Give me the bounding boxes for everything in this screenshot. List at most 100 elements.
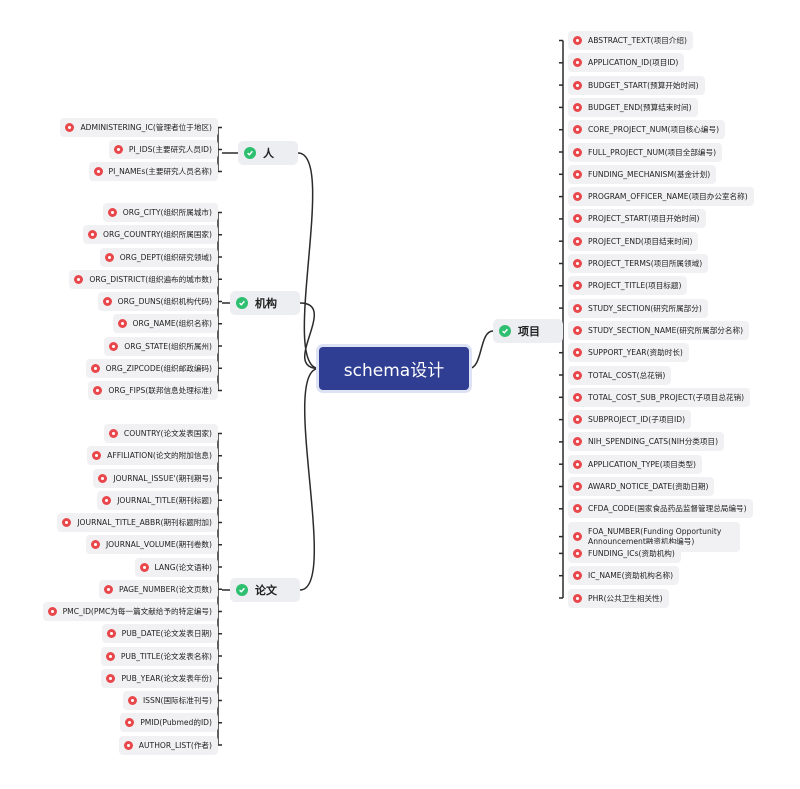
red-dot-icon	[106, 629, 116, 639]
leaf-budget-end[interactable]: BUDGET_END(预算结束时间)	[568, 97, 698, 117]
leaf-journal-title[interactable]: JOURNAL_TITLE(期刊标题)	[97, 490, 218, 510]
leaf-label: FUNDING_MECHANISM(基金计划)	[588, 169, 711, 179]
leaf-label: CFDA_CODE(国家食品药品监督管理总局编号)	[588, 504, 747, 514]
red-dot-icon	[93, 386, 103, 395]
leaf-label: CORE_PROJECT_NUM(项目核心编号)	[588, 125, 720, 135]
leaf-project-title[interactable]: PROJECT_TITLE(项目标题)	[568, 276, 688, 296]
root-node[interactable]: schema设计	[319, 347, 469, 390]
leaf-funding-mechanism[interactable]: FUNDING_MECHANISM(基金计划)	[568, 164, 717, 184]
leaf-label: PUB_YEAR(论文发表年份)	[121, 673, 212, 683]
red-dot-icon	[117, 319, 127, 329]
leaf-org-country[interactable]: ORG_COUNTRY(组织所属国家)	[82, 225, 218, 245]
red-dot-icon	[573, 532, 582, 542]
leaf-study-section[interactable]: STUDY_SECTION(研究所属部分)	[568, 298, 708, 318]
leaf-cfda-code[interactable]: CFDA_CODE(国家食品药品监督管理总局编号)	[568, 499, 753, 519]
leaf-org-state[interactable]: ORG_STATE(组织所属州)	[104, 336, 218, 356]
leaf-lang[interactable]: LANG(论文语种)	[134, 557, 218, 577]
red-dot-icon	[573, 303, 582, 313]
leaf-label: PROJECT_TITLE(项目标题)	[588, 281, 682, 291]
leaf-label: ORG_DISTRICT(组织遍布的城市数)	[89, 274, 212, 284]
red-dot-icon	[74, 274, 84, 284]
leaf-budget-start[interactable]: BUDGET_START(预算开始时间)	[568, 75, 705, 95]
red-dot-icon	[125, 718, 135, 728]
leaf-label: ORG_COUNTRY(组织所属国家)	[102, 230, 212, 240]
branch-paper[interactable]: 论文	[230, 578, 300, 602]
leaf-subproject-id[interactable]: SUBPROJECT_ID(子项目ID)	[568, 410, 692, 430]
leaf-abstract-text[interactable]: ABSTRACT_TEXT(项目介绍)	[568, 31, 693, 50]
leaf-org-fips[interactable]: ORG_FIPS(联邦信息处理标准)	[88, 381, 218, 400]
red-dot-icon	[90, 363, 100, 373]
leaf-award-notice-date[interactable]: AWARD_NOTICE_DATE(资助日期)	[568, 477, 715, 496]
red-dot-icon	[573, 482, 582, 491]
red-dot-icon	[573, 571, 582, 581]
red-dot-icon	[102, 495, 112, 505]
leaf-pi-ids[interactable]: PI_IDS(主要研究人员ID)	[108, 140, 218, 159]
red-dot-icon	[573, 36, 582, 45]
leaf-org-city[interactable]: ORG_CITY(组织所属城市)	[102, 203, 218, 222]
connector-root-person	[297, 152, 320, 370]
leaf-org-name[interactable]: ORG_NAME(组织名称)	[112, 314, 218, 334]
leaf-pub-year[interactable]: PUB_YEAR(论文发表年份)	[101, 668, 218, 688]
leaf-application-id[interactable]: APPLICATION_ID(项目ID)	[568, 53, 685, 73]
red-dot-icon	[573, 415, 582, 425]
leaf-journal-issue[interactable]: JOURNAL_ISSUE'(期刊期号)	[93, 468, 218, 488]
leaf-org-duns[interactable]: ORG_DUNS(组织机构代码)	[97, 292, 218, 311]
leaf-full-project-num[interactable]: FULL_PROJECT_NUM(项目全部编号)	[568, 142, 723, 162]
red-dot-icon	[104, 252, 114, 262]
leaf-label: SUBPROJECT_ID(子项目ID)	[588, 415, 686, 425]
branch-person[interactable]: 人	[238, 141, 298, 165]
leaf-label: PROJECT_TERMS(项目所属领域)	[588, 259, 703, 268]
leaf-label: AWARD_NOTICE_DATE(资助日期)	[588, 482, 709, 491]
leaf-org-district[interactable]: ORG_DISTRICT(组织遍布的城市数)	[69, 269, 218, 289]
leaf-country[interactable]: COUNTRY(论文发表国家)	[103, 424, 218, 443]
red-dot-icon	[106, 673, 116, 683]
branch-project[interactable]: 项目	[493, 319, 563, 343]
leaf-label: FOA_NUMBER(Funding Opportunity Announcem…	[588, 526, 722, 546]
leaf-application-type[interactable]: APPLICATION_TYPE(项目类型)	[568, 454, 703, 474]
leaf-phr[interactable]: PHR(公共卫生相关性)	[568, 588, 669, 608]
branch-org[interactable]: 机构	[230, 291, 300, 315]
leaf-nih-spending-cats[interactable]: NIH_SPENDING_CATS(NIH分类项目)	[568, 432, 725, 452]
red-dot-icon	[139, 562, 149, 572]
leaf-author-list[interactable]: AUTHOR_LIST(作者)	[118, 735, 218, 755]
red-dot-icon	[573, 125, 582, 135]
leaf-project-end[interactable]: PROJECT_END(项目结束时间)	[568, 231, 699, 251]
leaf-label: IC_NAME(资助机构名称)	[588, 571, 674, 581]
leaf-journal-title-abbr[interactable]: JOURNAL_TITLE_ABBR(期刊标题附加)	[57, 513, 218, 532]
leaf-journal-volume[interactable]: JOURNAL_VOLUME(期刊卷数)	[85, 535, 218, 555]
leaf-funding-ics[interactable]: FUNDING_ICs(资助机构)	[568, 543, 681, 563]
red-dot-icon	[573, 392, 582, 402]
leaf-support-year[interactable]: SUPPORT_YEAR(资助时长)	[568, 343, 689, 363]
connector-root-paper	[299, 367, 320, 591]
leaf-affiliation[interactable]: AFFILIATION(论文的附加信息)	[87, 446, 218, 466]
red-dot-icon	[573, 80, 582, 90]
root-label: schema设计	[343, 361, 445, 381]
leaf-study-section-name[interactable]: STUDY_SECTION_NAME(研究所属部分名称)	[568, 320, 750, 340]
leaf-program-officer-name[interactable]: PROGRAM_OFFICER_NAME(项目办公室名称)	[568, 187, 754, 207]
leaf-issn[interactable]: ISSN(国际标准刊号)	[122, 691, 218, 710]
leaf-page-number[interactable]: PAGE_NUMBER(论文页数)	[98, 579, 218, 599]
leaf-label: AFFILIATION(论文的附加信息)	[107, 451, 212, 461]
leaf-pub-title[interactable]: PUB_TITLE(论文发表名称)	[100, 646, 218, 666]
red-dot-icon	[573, 58, 582, 68]
leaf-label: FUNDING_ICs(资助机构)	[588, 548, 675, 558]
red-dot-icon	[573, 370, 582, 380]
leaf-ic-name[interactable]: IC_NAME(资助机构名称)	[568, 566, 680, 586]
leaf-pmid[interactable]: PMID(Pubmed的ID)	[120, 713, 218, 733]
leaf-pi-names[interactable]: PI_NAMEs(主要研究人员名称)	[88, 162, 218, 181]
red-dot-icon	[573, 593, 582, 603]
leaf-pmc-id[interactable]: PMC_ID(PMC为每一篇文献给予的特定编号)	[42, 602, 218, 621]
leaf-org-dept[interactable]: ORG_DEPT(组织研究领域)	[99, 247, 218, 267]
leaf-core-project-num[interactable]: CORE_PROJECT_NUM(项目核心编号)	[568, 120, 726, 140]
leaf-pub-date[interactable]: PUB_DATE(论文发表日期)	[101, 624, 218, 644]
leaf-administering-ic[interactable]: ADMINISTERING_IC(管理者位于地区)	[60, 118, 218, 137]
leaf-total-cost-sub-project[interactable]: TOTAL_COST_SUB_PROJECT(子项目总花销)	[568, 387, 751, 407]
leaf-total-cost[interactable]: TOTAL_COST(总花销)	[568, 365, 672, 385]
leaf-project-terms[interactable]: PROJECT_TERMS(项目所属领域)	[568, 254, 709, 273]
leaf-project-start[interactable]: PROJECT_START(项目开始时间)	[568, 209, 706, 229]
leaf-org-zipcode[interactable]: ORG_ZIPCODE(组织邮政编码)	[85, 358, 218, 378]
leaf-label: ORG_DUNS(组织机构代码)	[117, 297, 212, 306]
leaf-label: PMC_ID(PMC为每一篇文献给予的特定编号)	[62, 607, 212, 616]
red-dot-icon	[90, 540, 100, 550]
branch-label: 人	[263, 147, 274, 160]
